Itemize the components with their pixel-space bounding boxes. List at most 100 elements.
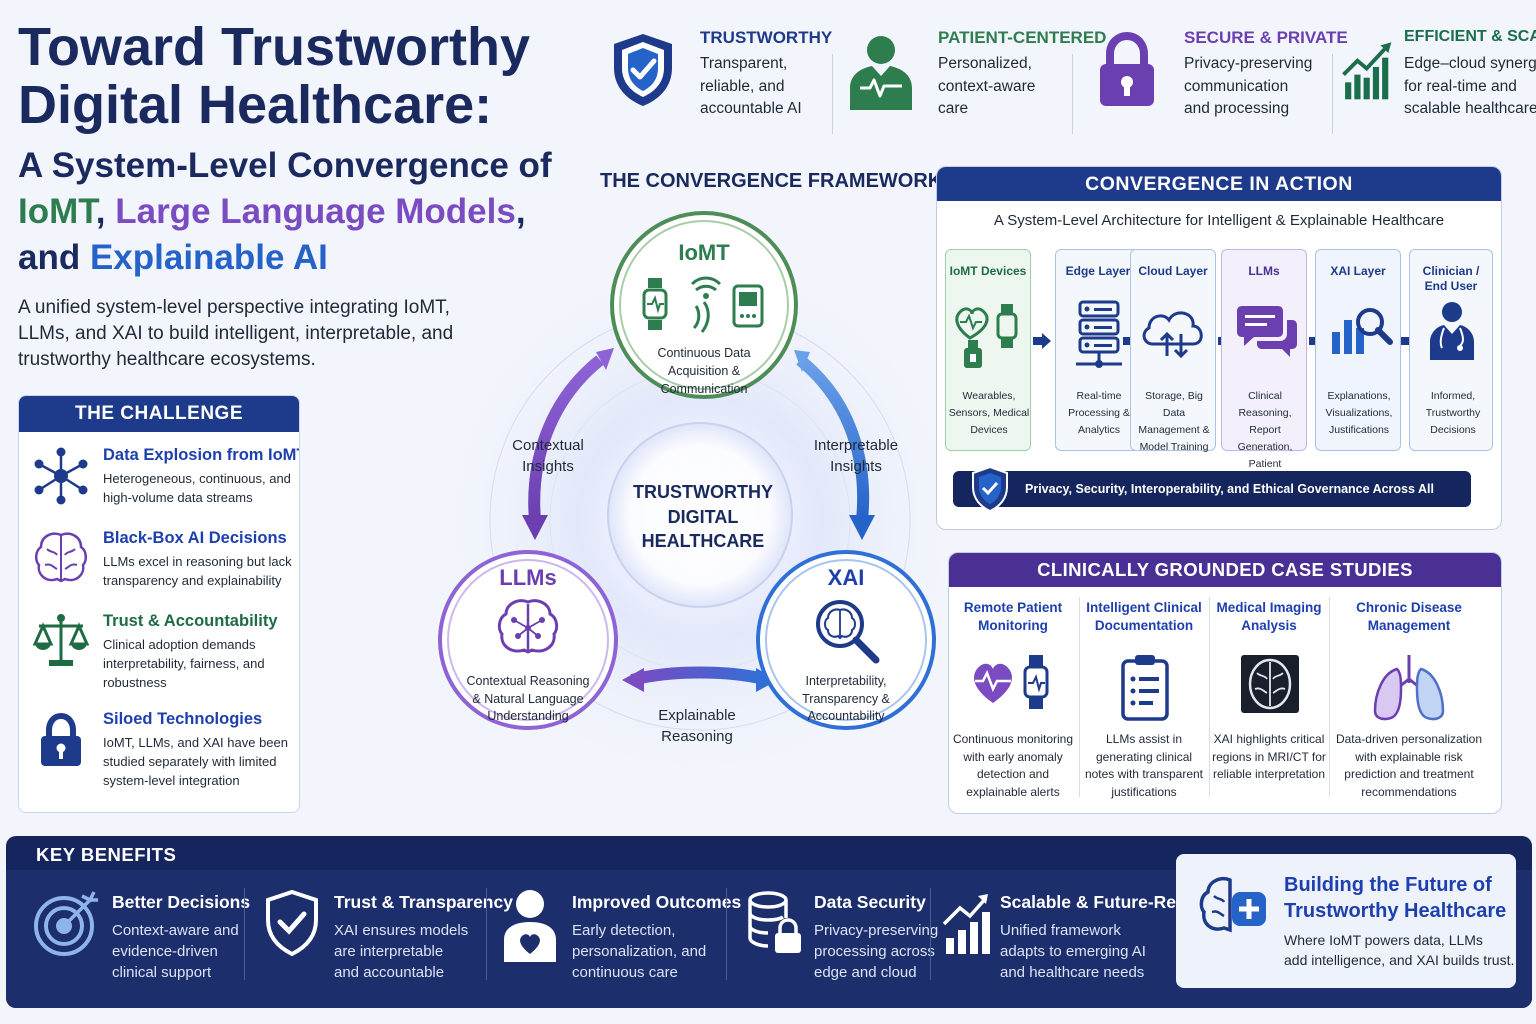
subtitle-xai: Explainable AI	[89, 238, 328, 277]
pillar-title: EFFICIENT & SCALABLE	[1404, 28, 1536, 45]
future-title-line: Trustworthy Healthcare	[1284, 900, 1507, 922]
magnifier-brain-icon	[816, 600, 880, 664]
xai-node	[756, 550, 936, 730]
challenge-item: Trust & Accountability Clinical adoption…	[19, 612, 299, 702]
layer-cloud: Cloud Layer Storage, Big Data Management…	[1130, 249, 1216, 453]
xai-desc: Transparency &	[802, 692, 890, 706]
case-desc: LLMs assist in generating clinical notes…	[1084, 732, 1204, 799]
padlock-icon	[1100, 31, 1154, 106]
pillar-line: Transparent,	[700, 55, 788, 72]
link-label-bottom: Reasoning	[661, 728, 733, 745]
subtitle-iomt: IoMT	[18, 192, 96, 231]
challenge-title: Siloed Technologies	[103, 710, 263, 728]
divider	[1079, 597, 1080, 797]
pillar-line: context-aware	[938, 77, 1036, 95]
case-title: Medical Imaging Analysis	[1216, 600, 1322, 633]
title-line-1: Toward Trustworthy	[18, 17, 531, 77]
benefit-title: Scalable & Future-Ready	[1000, 892, 1207, 912]
layer-xai: XAI Layer Explanations, Visualizations, …	[1315, 249, 1401, 451]
framework-title: THE CONVERGENCE FRAMEWORK	[600, 170, 943, 192]
case-medical-imaging: Medical Imaging Analysis XAI highlights …	[1211, 597, 1327, 807]
challenge-desc: Heterogeneous, continuous, and high-volu…	[103, 471, 291, 505]
benefit-line: and accountable	[334, 964, 445, 981]
challenge-item: Black-Box AI Decisions LLMs excel in rea…	[19, 529, 299, 619]
center-label: TRUSTWORTHY	[633, 482, 773, 502]
pillar-title: PATIENT-CENTERED	[938, 28, 1107, 47]
clipboard-icon	[1121, 655, 1169, 721]
xai-desc: Accountability	[807, 709, 885, 723]
governance-text: Privacy, Security, Interoperability, and…	[1025, 482, 1434, 530]
case-remote-monitoring: Remote Patient Monitoring Continuous mon…	[951, 597, 1075, 807]
convergence-subtitle: A System-Level Architecture for Intellig…	[993, 212, 1445, 229]
divider	[1209, 597, 1210, 797]
challenge-title: Black-Box AI Decisions	[103, 529, 287, 547]
case-desc: Continuous monitoring with early anomaly…	[952, 732, 1074, 799]
layer-title: IoMT Devices	[949, 264, 1027, 278]
subtitle-sep: ,	[95, 192, 116, 231]
llms-desc: Understanding	[487, 709, 568, 723]
case-title: Intelligent Clinical Documentation	[1086, 600, 1202, 633]
convergence-header: CONVERGENCE IN ACTION	[937, 167, 1501, 201]
iomt-desc: Communication	[661, 382, 748, 396]
shield-check-icon	[266, 889, 318, 957]
case-title: Remote Patient Monitoring	[963, 600, 1063, 633]
benefit-line: adapts to emerging AI	[1000, 943, 1146, 960]
pillar-line: Personalized,	[938, 55, 1032, 72]
clinician-icon	[1430, 302, 1474, 360]
shield-check-icon	[614, 34, 672, 106]
growth-chart-icon	[1342, 42, 1392, 100]
page-title: Toward Trustworthy Digital Healthcare:	[18, 18, 578, 134]
pillar-efficient-scalable: EFFICIENT & SCALABLE Edge–cloud synergyf…	[1342, 22, 1536, 122]
pillar-line: care	[938, 100, 969, 117]
layer-title: Edge Layer	[1065, 264, 1131, 278]
pillar-line: scalable healthcare	[1404, 100, 1536, 117]
benefit-line: personalization, and	[572, 943, 707, 960]
target-icon	[34, 891, 98, 956]
pillar-line: accountable AI	[700, 100, 802, 117]
arrowhead	[622, 668, 644, 692]
title-line-2: Digital Healthcare:	[18, 75, 493, 135]
xai-node-inner	[765, 559, 927, 721]
center-label: DIGITAL	[668, 507, 739, 527]
scales-icon	[33, 614, 89, 666]
page-subtitle: A System-Level Convergence of IoMT, Larg…	[18, 143, 578, 281]
subtitle-line-1: A System-Level Convergence of	[18, 146, 552, 185]
subtitle-and: and	[18, 238, 90, 277]
layer-desc: Real-time Processing & Analytics	[1068, 390, 1130, 436]
case-studies-panel: CLINICALLY GROUNDED CASE STUDIES Remote …	[948, 552, 1502, 814]
divider	[1332, 54, 1333, 134]
center-label: HEALTHCARE	[642, 531, 765, 551]
pillar-title: TRUSTWORTHY	[700, 28, 833, 47]
case-desc: Data-driven personalization with explain…	[1335, 732, 1483, 799]
brain-plus-icon	[1199, 877, 1266, 933]
llms-desc: & Natural Language	[472, 692, 583, 706]
benefit-title: Improved Outcomes	[572, 892, 742, 912]
brain-icon	[497, 599, 559, 654]
challenge-item: Siloed Technologies IoMT, LLMs, and XAI …	[19, 710, 299, 800]
llms-label: LLMs	[499, 565, 556, 590]
future-desc-line: add intelligence, and XAI builds trust.	[1284, 952, 1515, 968]
benefit-line: Early detection,	[572, 922, 676, 939]
benefit-title: Data Security	[814, 892, 926, 912]
benefit-line: XAI ensures models	[334, 922, 469, 939]
pillar-line: communication	[1184, 77, 1289, 95]
case-desc: XAI highlights critical regions in MRI/C…	[1212, 732, 1326, 781]
layer-title: Cloud Layer	[1138, 264, 1208, 278]
xai-label: XAI	[828, 565, 865, 590]
divider	[486, 888, 487, 980]
benefit-line: Privacy-preserving	[814, 922, 939, 939]
chat-icon	[1237, 306, 1297, 357]
pillar-line: and processing	[1184, 100, 1290, 117]
arrow-iomt-llms	[528, 355, 604, 521]
case-studies-header: CLINICALLY GROUNDED CASE STUDIES	[949, 553, 1501, 587]
intro-text: A unified system-level perspective integ…	[18, 297, 454, 370]
arrowhead	[849, 515, 875, 540]
pillar-line: Privacy-preserving	[1184, 55, 1313, 72]
